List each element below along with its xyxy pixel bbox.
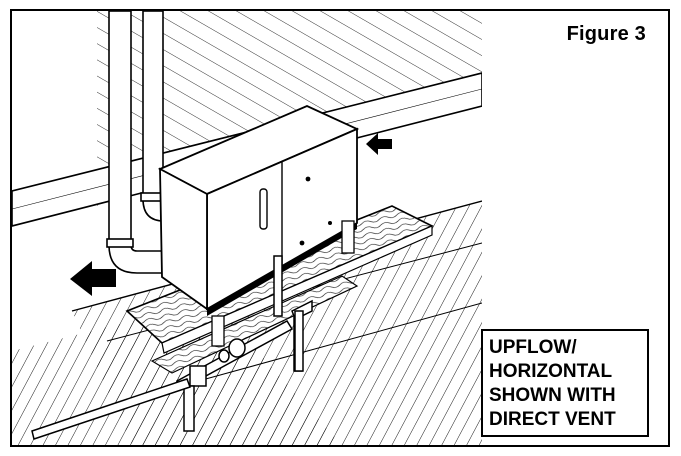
caption-line-4: DIRECT VENT — [489, 409, 616, 430]
caption-box: UPFLOW/ HORIZONTAL SHOWN WITH DIRECT VEN… — [481, 329, 649, 437]
gas-piping — [31, 255, 313, 440]
wood-platform — [125, 205, 434, 374]
intake-arrow — [366, 133, 392, 155]
platform-legs — [211, 220, 355, 347]
figure-title: Figure 3 — [566, 23, 646, 45]
exhaust-arrow — [70, 261, 116, 296]
caption-line-3: SHOWN WITH — [489, 385, 616, 406]
caption-line-2: HORIZONTAL — [489, 361, 613, 382]
figure-frame: Figure 3 UPFLOW/ HORIZONTAL SHOWN WITH D… — [10, 9, 670, 447]
furnace-cabinet — [157, 105, 360, 316]
furnace-installation-illustration — [12, 11, 482, 445]
caption-line-1: UPFLOW/ — [489, 337, 577, 358]
